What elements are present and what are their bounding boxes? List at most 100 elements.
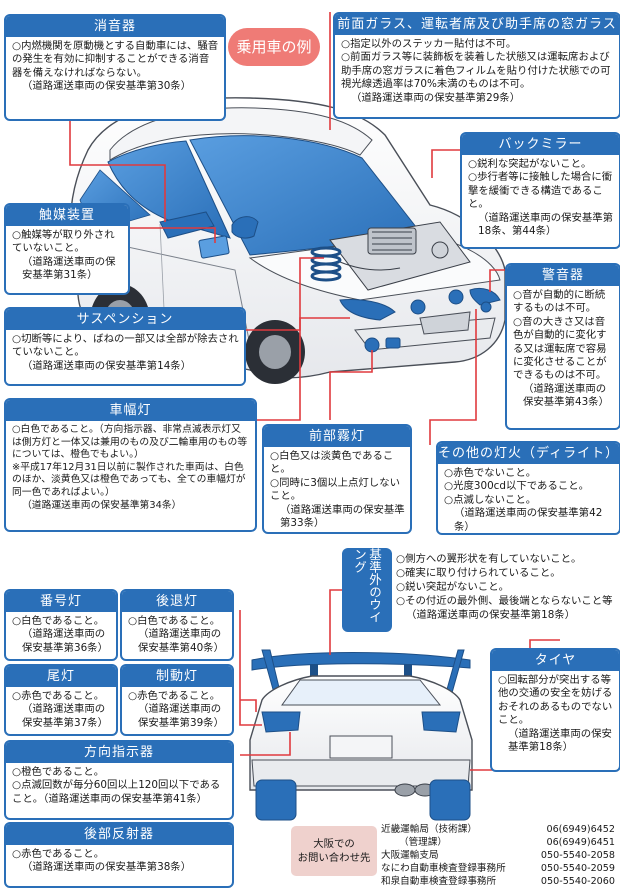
contact-org: 大阪運輸支局 xyxy=(381,850,439,861)
suspension-rule: ○切断等により、ばねの一部又は全部が除去されていないこと。 xyxy=(12,333,239,359)
windshield-rule-2: ○前面ガラス等に装飾板を装着した状態又は運転席および助手席の窓ガラスに着色フィル… xyxy=(341,51,611,91)
windshield-rule-1: ○指定以外のステッカー貼付は不可。 xyxy=(341,38,517,50)
muffler-part xyxy=(159,211,215,239)
mirror-ref: （道路運送車両の保安基準第18条、第44条） xyxy=(478,211,614,238)
tire-rule: ○回転部分が突出する等他の交通の安全を妨げるおそれのあるものでないこと。 xyxy=(498,674,613,727)
mirror-rule-1: ○鋭利な突起がないこと。 xyxy=(468,158,592,170)
rear-car xyxy=(249,649,473,821)
tire-ref: （道路運送車両の保安基準第18条） xyxy=(508,727,612,754)
catalyst-rule: ○触媒等が取り外されていないこと。 xyxy=(12,229,115,255)
brake-lamp-rule: ○赤色であること。 xyxy=(128,690,221,702)
tire-title: タイヤ xyxy=(492,650,619,671)
plate-lamp-title: 番号灯 xyxy=(6,591,116,612)
side-mirror xyxy=(231,216,259,239)
catalyst-ref: （道路運送車両の保安基準第31条） xyxy=(22,255,116,282)
other-lamp-title: その他の灯火（ディライト） xyxy=(438,443,619,464)
tire-box: タイヤ ○回転部分が突出する等他の交通の安全を妨げるおそれのあるものでないこと。… xyxy=(490,648,620,772)
tail-lamp-ref: （道路運送車両の保安基準第37条） xyxy=(22,703,108,729)
mirror-title: バックミラー xyxy=(462,134,619,155)
contact-label-line-1: 大阪での xyxy=(313,838,355,850)
contact-org: （管理課） xyxy=(399,837,447,848)
contact-row: （管理課） 06(6949)6451 xyxy=(381,837,617,849)
turn-indicator-rule-1: ○橙色であること。 xyxy=(12,766,105,778)
muffler-ref: （道路運送車両の保安基準第30条） xyxy=(22,80,192,93)
contact-tel[interactable]: 06(6949)6451 xyxy=(546,837,615,848)
wing-rule-3: ○鋭い突起がないこと。 xyxy=(396,581,509,593)
horn-rule-1: ○音が自動的に断続するものは不可。 xyxy=(513,289,606,315)
brake-lamp-title: 制動灯 xyxy=(122,666,232,687)
contact-row: 近畿運輸局（技術課） 06(6949)6452 xyxy=(381,824,617,836)
reverse-lamp-ref: （道路運送車両の保安基準第40条） xyxy=(138,628,224,654)
suspension-spring xyxy=(310,246,342,282)
fog-lamp-ref: （道路運送車両の保安基準第33条） xyxy=(280,503,405,530)
other-lamp-ref: （道路運送車両の保安基準第42条） xyxy=(454,507,603,533)
contact-tel[interactable]: 050-5540-2058 xyxy=(540,850,615,861)
muffler-rule: ○内燃機関を原動機とする自動車には、騒音の発生を有効に抑制することができる消音器… xyxy=(12,40,219,79)
osaka-contact: 大阪での お問い合わせ先 近畿運輸局（技術課） 06(6949)6452 （管理… xyxy=(291,822,618,888)
wing-rule-2: ○確実に取り付けられていること。 xyxy=(396,567,561,579)
windshield-title: 前面ガラス、運転者席及び助手席の窓ガラス xyxy=(335,14,619,35)
other-lamp-rule-1: ○赤色でないこと。 xyxy=(444,467,537,479)
turn-indicator-title: 方向指示器 xyxy=(6,742,232,763)
turn-indicator-rule-2: ○点滅回数が毎分60回以上120回以下であること。（道路運送車両の保安基準第41… xyxy=(12,779,221,805)
width-lamp-box: 車幅灯 ○白色であること。（方向指示器、非常点滅表示灯又は側方灯と一体又は兼用の… xyxy=(4,398,257,532)
mirror-rule-2: ○歩行者等に接触した場合に衝撃を緩衝できる構造であること。 xyxy=(468,171,613,211)
wing-rule-4: ○その付近の最外側、最後端とならないこと等 xyxy=(396,595,613,607)
wing-ref: （道路運送車両の保安基準第18条） xyxy=(406,609,576,621)
tail-lamp-title: 尾灯 xyxy=(6,666,116,687)
contact-row: 大阪運輸支局 050-5540-2058 xyxy=(381,850,617,862)
reverse-lamp-box: 後退灯 ○白色であること。 （道路運送車両の保安基準第40条） xyxy=(120,589,234,661)
rear-reflector-box: 後部反射器 ○赤色であること。 （道路運送車両の保安基準第38条） xyxy=(4,822,234,888)
reverse-lamp-rule: ○白色であること。 xyxy=(128,615,221,627)
fog-lamp-rule-1: ○白色又は淡黄色であること。 xyxy=(270,450,394,476)
contact-org: なにわ自動車検査登録事務所 xyxy=(381,863,506,874)
mirror-box: バックミラー ○鋭利な突起がないこと。 ○歩行者等に接触した場合に衝撃を緩衝でき… xyxy=(460,132,620,249)
brake-lamp-box: 制動灯 ○赤色であること。 （道路運送車両の保安基準第39条） xyxy=(120,664,234,736)
other-lamp-box: その他の灯火（ディライト） ○赤色でないこと。 ○光度300cd以下であること。… xyxy=(436,441,620,535)
suspension-box: サスペンション ○切断等により、ばねの一部又は全部が除去されていないこと。 （道… xyxy=(4,307,246,386)
catalyst-part xyxy=(198,235,230,259)
catalyst-title: 触媒装置 xyxy=(6,205,128,226)
contact-tel[interactable]: 050-5540-2059 xyxy=(540,863,615,874)
passenger-car-example-label: 乗用車の例 xyxy=(228,28,320,66)
width-lamp-rule: ○白色であること。（方向指示器、非常点滅表示灯又は側方灯と一体又は兼用のもの及び… xyxy=(12,424,248,461)
plate-lamp-ref: （道路運送車両の保安基準第36条） xyxy=(22,628,108,654)
other-lamp-rule-2: ○光度300cd以下であること。 xyxy=(444,480,590,493)
horn-ref: （道路運送車両の保安基準第43条） xyxy=(523,382,609,409)
horn-rule-2: ○音の大きさ又は音色が自動的に変化する又は運転席で容易に変化させることができるも… xyxy=(513,315,607,382)
wing-rules: ○側方への翼形状を有していないこと。 ○確実に取り付けられていること。 ○鋭い突… xyxy=(392,548,618,632)
muffler-box: 消音器 ○内燃機関を原動機とする自動車には、騒音の発生を有効に抑制することができ… xyxy=(4,14,226,121)
fog-lamp-box: 前部霧灯 ○白色又は淡黄色であること。 ○同時に3個以上点灯しないこと。 （道路… xyxy=(262,424,412,534)
suspension-ref: （道路運送車両の保安基準第14条） xyxy=(22,359,192,372)
contact-tel[interactable]: 06(6949)6452 xyxy=(546,824,615,835)
contact-row: 和泉自動車検査登録事務所 050-5540-2060 xyxy=(381,876,617,888)
contact-org: 和泉自動車検査登録事務所 xyxy=(381,876,497,887)
contact-tel[interactable]: 050-5540-2060 xyxy=(540,876,615,887)
windshield-box: 前面ガラス、運転者席及び助手席の窓ガラス ○指定以外のステッカー貼付は不可。 ○… xyxy=(333,12,620,119)
brake-lamp-ref: （道路運送車両の保安基準第39条） xyxy=(138,703,224,729)
windshield-ref: （道路運送車両の保安基準第29条） xyxy=(351,91,521,104)
other-lamp-rule-3: ○点滅しないこと。 xyxy=(444,493,537,506)
tail-lamp-rule: ○赤色であること。 xyxy=(12,690,105,702)
wing-rule-1: ○側方への翼形状を有していないこと。 xyxy=(396,553,582,565)
tail-lamp-box: 尾灯 ○赤色であること。 （道路運送車両の保安基準第37条） xyxy=(4,664,118,736)
fog-lamp-rule-2: ○同時に3個以上点灯しないこと。 xyxy=(270,476,400,503)
rear-reflector-title: 後部反射器 xyxy=(6,824,232,845)
rear-reflector-rule: ○赤色であること。 xyxy=(12,848,105,860)
nonstandard-wing-label: 基準外のウイング xyxy=(342,548,392,632)
rear-reflector-ref: （道路運送車両の保安基準第38条） xyxy=(22,861,192,874)
width-lamp-title: 車幅灯 xyxy=(6,400,255,421)
turn-indicator-box: 方向指示器 ○橙色であること。 ○点滅回数が毎分60回以上120回以下であること… xyxy=(4,740,234,820)
suspension-title: サスペンション xyxy=(6,309,244,330)
reverse-lamp-title: 後退灯 xyxy=(122,591,232,612)
width-lamp-note: ※平成17年12月31日以前に製作された車両は、白色のほか、淡黄色又は橙色であっ… xyxy=(12,461,246,498)
contact-label: 大阪での お問い合わせ先 xyxy=(291,826,377,876)
contact-row: なにわ自動車検査登録事務所 050-5540-2059 xyxy=(381,863,617,875)
muffler-title: 消音器 xyxy=(6,16,224,37)
plate-lamp-box: 番号灯 ○白色であること。 （道路運送車両の保安基準第36条） xyxy=(4,589,118,661)
horn-title: 警音器 xyxy=(507,265,619,286)
catalyst-box: 触媒装置 ○触媒等が取り外されていないこと。 （道路運送車両の保安基準第31条） xyxy=(4,203,130,295)
horn-box: 警音器 ○音が自動的に断続するものは不可。 ○音の大きさ又は音色が自動的に変化す… xyxy=(505,263,620,430)
contact-label-line-2: お問い合わせ先 xyxy=(297,852,371,864)
contact-org: 近畿運輸局（技術課） xyxy=(381,824,477,835)
